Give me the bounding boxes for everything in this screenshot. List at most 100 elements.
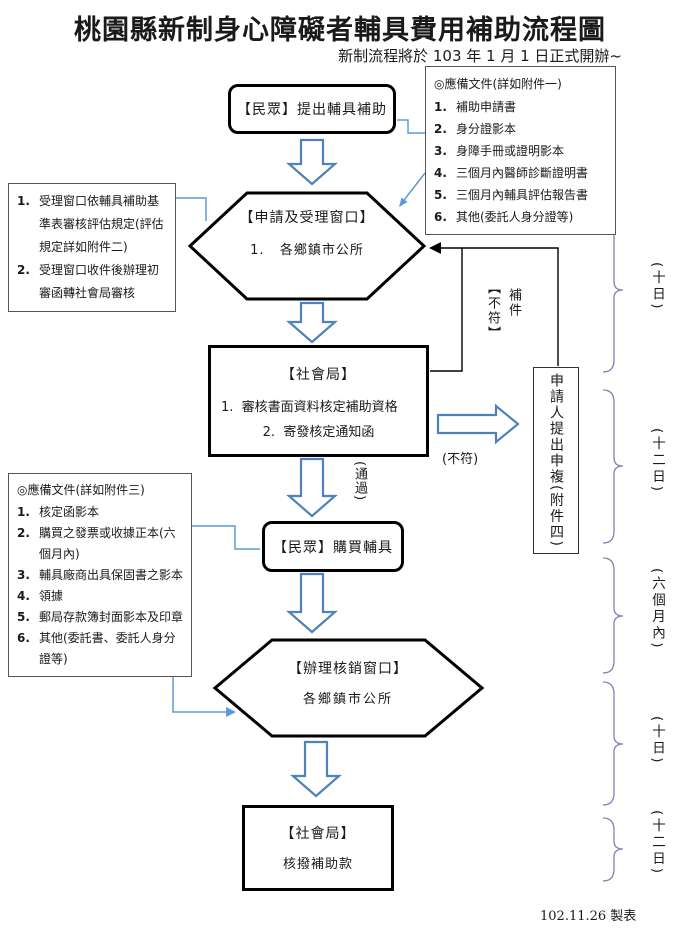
item-text: 寄發核定通知函 [283, 425, 375, 440]
list-item: 5. 郵局存款簿封面影本及印章 [17, 607, 183, 628]
brace-duration-2 [602, 389, 624, 544]
item-number: 6. [434, 210, 447, 224]
list-item: 4. 三個月內醫師診斷證明書 [434, 162, 607, 184]
documents1-title: ◎應備文件(詳如附件一) [434, 77, 562, 91]
item-number: 2. [434, 122, 447, 136]
list-item: 1. 核定函影本 [17, 502, 183, 523]
brace-duration-1 [602, 211, 624, 373]
item-text: 補助申請書 [456, 100, 517, 114]
bureau2-title: 【社會局】 [280, 826, 356, 842]
list-item: 3.輔具廠商出具保固書之影本 [17, 565, 183, 586]
item-number: 5. [17, 610, 30, 624]
item-number: 3. [17, 568, 30, 582]
node-label: 【民眾】提出輔具補助 [237, 102, 387, 118]
list-item: 3. 身障手冊或證明影本 [434, 140, 607, 162]
list-item: 4.領據 [17, 586, 183, 607]
window2-title: 【辦理核銷窗口】 [288, 661, 408, 677]
appeal-label: 申請人提出申複(附件四) [548, 373, 564, 548]
item-text: 三個月內醫師診斷證明書 [456, 166, 589, 180]
item-number: 2. [17, 526, 30, 540]
item-text: 其他(委託人身分證等) [456, 210, 574, 224]
node-citizen-apply: 【民眾】提出輔具補助 [228, 84, 396, 134]
item-number: 1. [434, 100, 447, 114]
hexagon-reimbursement-window [212, 638, 485, 738]
item-text: 購買之發票或收據正本(六個月內) [39, 526, 176, 561]
documents2-title: ◎應備文件(詳如附件三) [17, 483, 145, 497]
item-number: 3. [434, 144, 447, 158]
flow-arrow-right-appeal [436, 403, 520, 445]
list-item: 2. 購買之發票或收據正本(六個月內) [17, 523, 183, 565]
page-title: 桃園縣新制身心障礙者輔具費用補助流程圖 [74, 15, 606, 46]
hexagon-application-window [187, 191, 427, 301]
list-item: 6. 其他(委託人身分證等) [434, 206, 607, 228]
item-number: 1. [250, 243, 265, 258]
bureau1-title: 【社會局】 [281, 367, 356, 383]
window1-title: 【申請及受理窗口】 [239, 210, 375, 226]
page-subtitle: 新制流程將於 103 年 1 月 1 日正式開辦~ [338, 47, 622, 65]
item-text: 身障手冊或證明影本 [456, 144, 565, 158]
duration-label-5: (十二日) [649, 810, 665, 877]
footer-date: 102.11.26 製表 [540, 909, 637, 924]
documents1-box: ◎應備文件(詳如附件一) 1. 補助申請書 2. 身分證影本 3. 身障手冊或證明影本… [425, 66, 616, 235]
node-bureau-disburse: 【社會局】 核撥補助款 [242, 805, 394, 891]
review-rules-box: 1. 受理窗口依輔具補助基準表審核評估規定(評估規定詳如附件二) 2. 受理窗口收件… [8, 183, 176, 312]
connector-arrowhead-window2 [226, 707, 236, 717]
item-number: 2. [17, 263, 30, 277]
window2-item: 各鄉鎮市公所 [302, 692, 393, 707]
connector-apply-to-documents1 [397, 119, 425, 134]
node-citizen-purchase: 【民眾】購買輔具 [262, 521, 404, 572]
brace-duration-4 [602, 681, 624, 806]
list-item: 1. 補助申請書 [434, 96, 607, 118]
documents2-box: ◎應備文件(詳如附件三) 1.核定函影本 2.購買之發票或收據正本(六個月內) … [8, 473, 192, 677]
list-item: 6. 其他(委託書、委託人身分證等) [17, 628, 183, 670]
flow-arrow-down-4 [286, 572, 338, 634]
bureau2-item: 核撥補助款 [282, 857, 353, 872]
flow-arrow-down-2 [286, 301, 338, 344]
duration-label-4: (十日) [649, 716, 665, 766]
flow-arrow-down-5 [290, 740, 342, 798]
label-pass: (通過) [352, 461, 367, 502]
item-text: 其他(委託書、委託人身分證等) [39, 631, 176, 666]
list-item: 1. 受理窗口依輔具補助基準表審核評估規定(評估規定詳如附件二) [17, 190, 167, 259]
label-nonconform: (不符) [442, 452, 479, 467]
connector-documents1-to-window1 [400, 172, 426, 205]
item-text: 領據 [39, 589, 64, 603]
flow-arrow-down-3 [286, 457, 338, 518]
feedback-arrowhead [429, 242, 441, 254]
item-text: 身分證影本 [456, 122, 517, 136]
feedback-line [430, 247, 559, 372]
bureau1-item-2: 2. 寄發核定通知函 [211, 421, 426, 440]
item-text: 受理窗口依輔具補助基準表審核評估規定(評估規定詳如附件二) [39, 194, 164, 254]
list-item: 2. 受理窗口收件後辦理初審函轉社會局審核 [17, 259, 167, 305]
connector-documents2-to-purchase [190, 525, 260, 550]
item-number: 4. [434, 166, 447, 180]
connector-arrowhead-window1 [399, 197, 408, 207]
list-item: 5. 三個月內輔具評估報告書 [434, 184, 607, 206]
item-text: 受理窗口收件後辦理初審函轉社會局審核 [39, 263, 160, 300]
brace-duration-3 [602, 557, 624, 674]
item-number: 5. [434, 188, 447, 202]
label-resubmit: 補件 [506, 288, 521, 318]
node-appeal: 申請人提出申複(附件四) [533, 367, 579, 554]
item-text: 審核書面資料核定補助資格 [241, 400, 398, 415]
item-text: 三個月內輔具評估報告書 [456, 188, 589, 202]
item-number: 1. [221, 400, 234, 415]
item-number: 6. [17, 631, 30, 645]
item-number: 2. [262, 425, 276, 440]
flow-arrow-down-1 [286, 138, 338, 186]
window1-item: 1. 各鄉鎮市公所 [207, 239, 407, 258]
bureau1-item-1: 1. 審核書面資料核定補助資格 [221, 396, 426, 415]
label-nonconform-bracketed: 【不符】 [485, 281, 500, 341]
node-label: 【民眾】購買輔具 [273, 539, 393, 556]
item-number: 1. [17, 194, 30, 208]
item-text: 郵局存款簿封面影本及印章 [39, 610, 184, 624]
duration-label-1: (十日) [649, 262, 665, 312]
brace-duration-5 [602, 817, 624, 882]
item-text: 各鄉鎮市公所 [279, 243, 364, 258]
connector-review-to-window1 [174, 197, 207, 221]
item-number: 1. [17, 505, 30, 519]
duration-label-3: (六個月內) [649, 568, 665, 651]
item-text: 核定函影本 [39, 505, 100, 519]
